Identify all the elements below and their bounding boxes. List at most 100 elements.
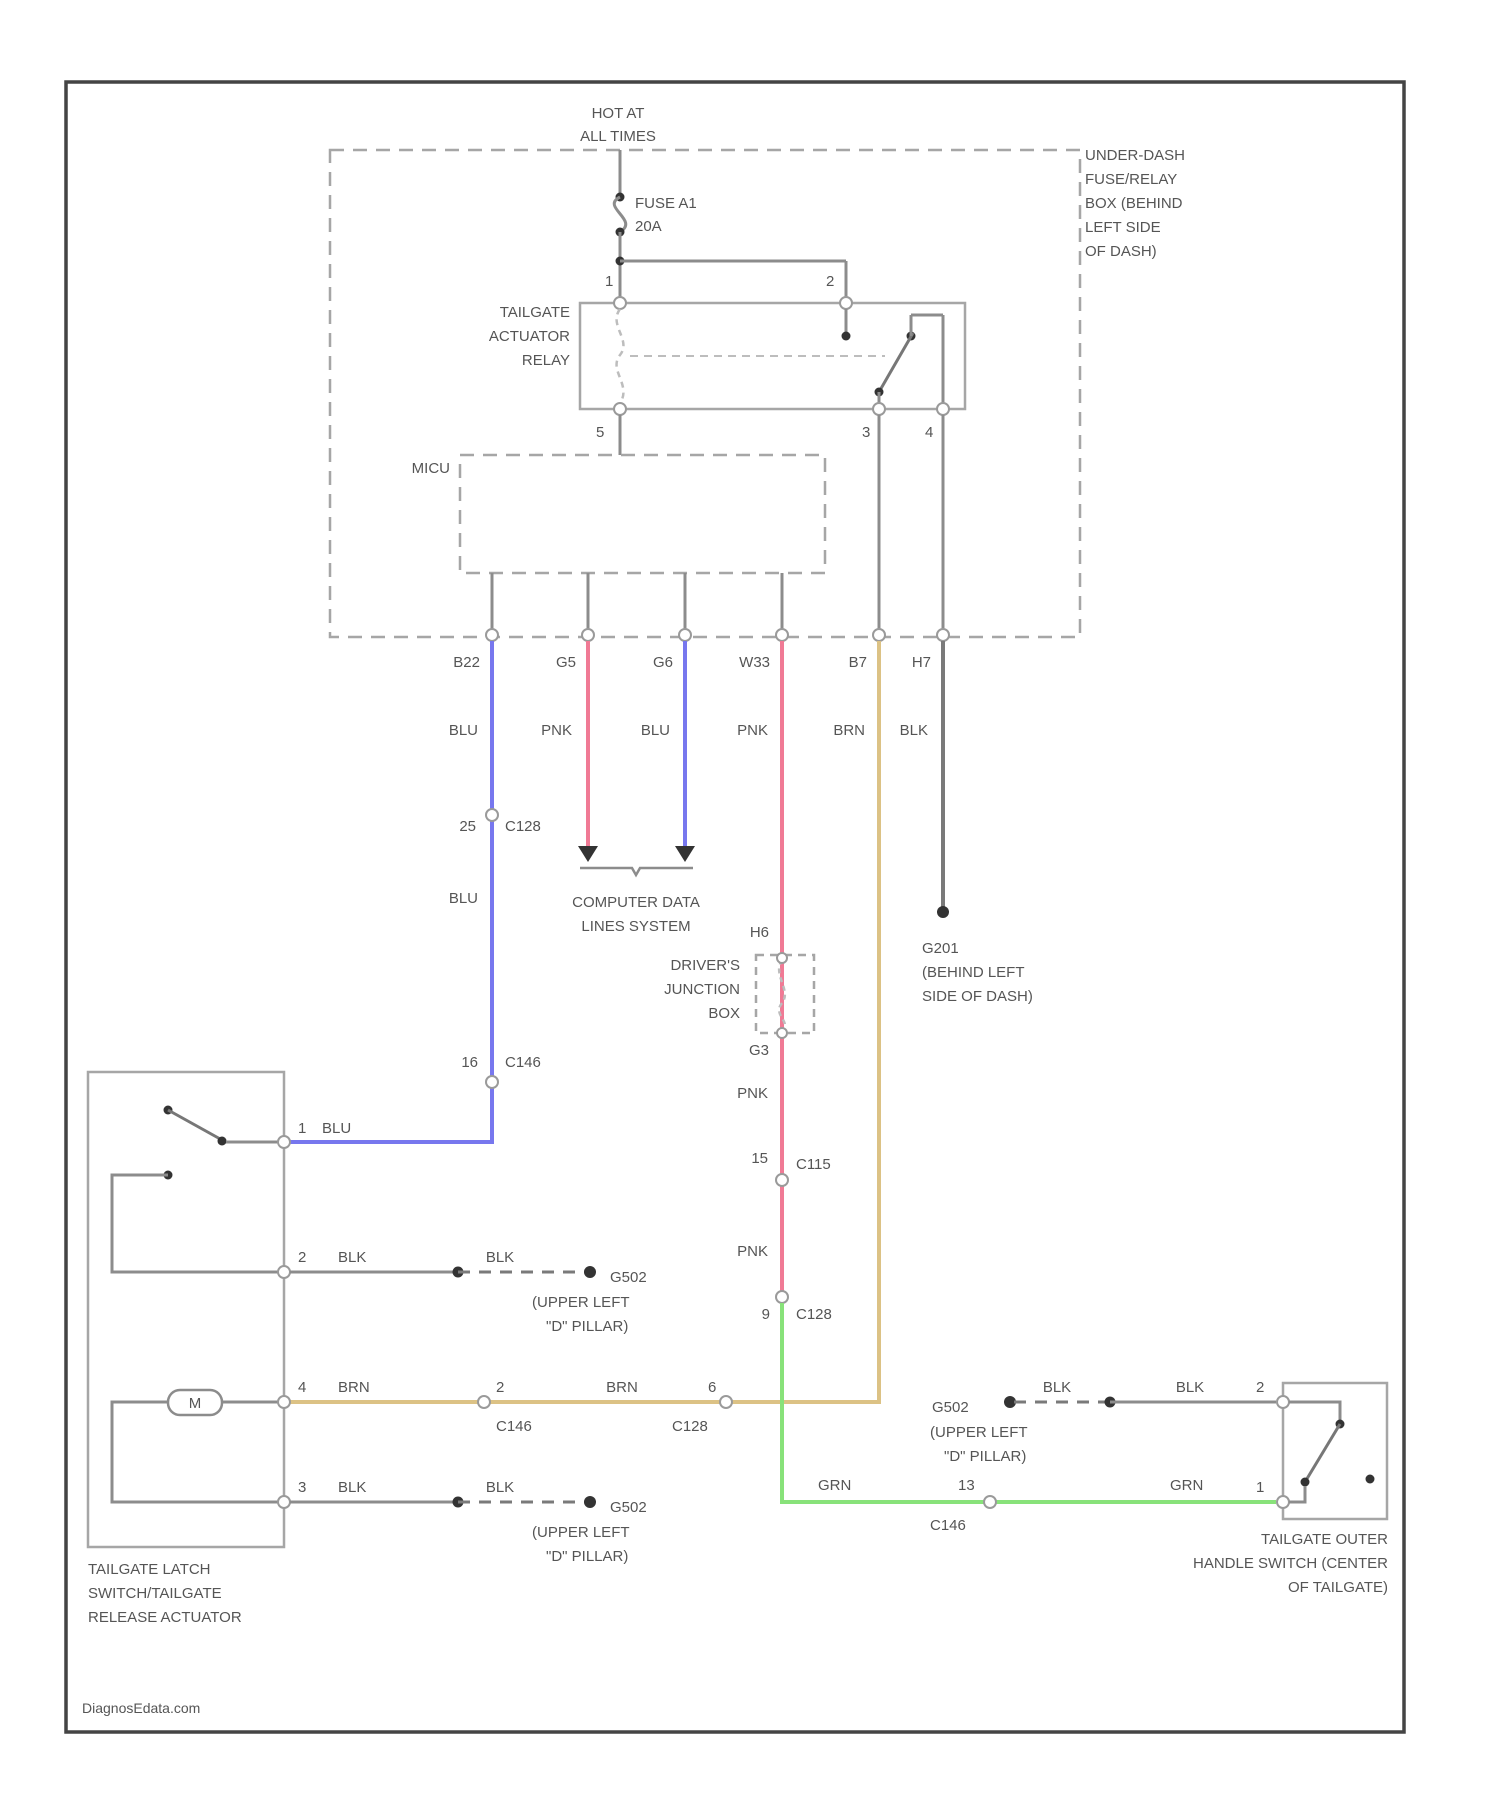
ground-c-wire-1: BLK: [1043, 1379, 1071, 1396]
micu-box: [460, 455, 825, 573]
arrow-pnk-data: [578, 846, 598, 862]
jb-label-2: JUNCTION: [664, 981, 740, 998]
latch-pin-3: [278, 1496, 290, 1508]
latch-wire-1: BLU: [322, 1120, 351, 1137]
fuse-box-pin-g5: [582, 629, 594, 641]
brn-c146-pin: 2: [496, 1379, 504, 1396]
connector-c128-brn: [720, 1396, 732, 1408]
jb-pin-g3: [777, 1028, 787, 1038]
fuse-box-pin-h7: [937, 629, 949, 641]
latch-pin-2: [278, 1266, 290, 1278]
relay-nc-contact: [842, 332, 851, 341]
latch-label-2: SWITCH/TAILGATE: [88, 1585, 222, 1602]
jb-label-3: BOX: [708, 1005, 740, 1022]
wire-color-2: PNK: [541, 722, 572, 739]
connector-c115: [776, 1174, 788, 1186]
latch-switch-pivot: [218, 1137, 227, 1146]
ground-c-name: G502: [932, 1399, 969, 1416]
fuse-box-line-5: OF DASH): [1085, 243, 1157, 260]
ground-a-wire: BLK: [486, 1249, 514, 1266]
ground-a-name: G502: [610, 1269, 647, 1286]
c115-name: C115: [796, 1156, 831, 1173]
relay-pin-4: 4: [925, 424, 933, 441]
relay-pin-3-terminal: [873, 403, 885, 415]
c115-pin: 15: [751, 1150, 768, 1167]
outer-switch-pin-1-num: 1: [1256, 1479, 1264, 1496]
grn-c146-name: C146: [930, 1517, 966, 1534]
outer-switch-contact-2: [1366, 1475, 1375, 1484]
relay-switch-arm: [879, 333, 913, 392]
relay-pin-2: 2: [826, 273, 834, 290]
connector-c146-grn: [984, 1496, 996, 1508]
latch-pin-1: [278, 1136, 290, 1148]
latch-pin-4-num: 4: [298, 1379, 306, 1396]
c128-top-pin: 25: [459, 818, 476, 835]
fuse-box-line-2: FUSE/RELAY: [1085, 171, 1177, 188]
latch-switch-arm: [168, 1110, 222, 1140]
fuse-box-pin-b7: [873, 629, 885, 641]
outer-switch-arm: [1305, 1424, 1340, 1482]
fuse-icon: [614, 197, 626, 232]
fuse-box-pin-b22: [486, 629, 498, 641]
relay-coil-icon: [617, 309, 624, 403]
pin-label-b7: B7: [849, 654, 867, 671]
wire-color-5: BRN: [833, 722, 865, 739]
pin-label-g6: G6: [653, 654, 673, 671]
latch-label-3: RELEASE ACTUATOR: [88, 1609, 242, 1626]
ground-a-line-2: "D" PILLAR): [546, 1318, 628, 1335]
ground-b-dot: [584, 1496, 596, 1508]
fuse-box-line-4: LEFT SIDE: [1085, 219, 1161, 236]
connector-c128-top: [486, 809, 498, 821]
pin-label-g5: G5: [556, 654, 576, 671]
jb-pin-h6: [777, 953, 787, 963]
ground-b-name: G502: [610, 1499, 647, 1516]
outer-switch-label-3: OF TAILGATE): [1288, 1579, 1388, 1596]
g201-line-2: SIDE OF DASH): [922, 988, 1033, 1005]
relay-pin-4-terminal: [937, 403, 949, 415]
footer-brand: DiagnosEdata.com: [82, 1700, 200, 1716]
pnk-after-jb: PNK: [737, 1085, 768, 1102]
c146-blu-pin: 16: [461, 1054, 478, 1071]
brn-c128-name: C128: [672, 1418, 708, 1435]
ground-b-line-1: (UPPER LEFT: [532, 1524, 630, 1541]
computer-data-line-2: LINES SYSTEM: [581, 918, 690, 935]
g201-line-1: (BEHIND LEFT: [922, 964, 1025, 981]
connector-c146-blu: [486, 1076, 498, 1088]
jb-pin-bottom: G3: [749, 1042, 769, 1059]
connector-c128-mid: [776, 1291, 788, 1303]
c128-mid-pin: 9: [762, 1306, 770, 1323]
relay-pin-1: 1: [605, 273, 613, 290]
wire-brn-actuator: [290, 641, 879, 1402]
outer-switch-pin-1: [1277, 1496, 1289, 1508]
pin-label-b22: B22: [453, 654, 480, 671]
latch-pin-4: [278, 1396, 290, 1408]
brn-c128-pin: 6: [708, 1379, 716, 1396]
pin-label-w33: W33: [739, 654, 770, 671]
relay-pin-1-terminal: [614, 297, 626, 309]
pin-label-h7: H7: [912, 654, 931, 671]
relay-pin-5: 5: [596, 424, 604, 441]
pnk-after-c115: PNK: [737, 1243, 768, 1260]
outer-switch-pin-2: [1277, 1396, 1289, 1408]
ground-c-line-1: (UPPER LEFT: [930, 1424, 1028, 1441]
c128-mid-name: C128: [796, 1306, 832, 1323]
c146-blu-name: C146: [505, 1054, 541, 1071]
outer-switch-label-2: HANDLE SWITCH (CENTER: [1193, 1555, 1388, 1572]
relay-label-3: RELAY: [522, 352, 570, 369]
c128-top-name: C128: [505, 818, 541, 835]
relay-label-1: TAILGATE: [500, 304, 570, 321]
fuse-box-pin-w33: [776, 629, 788, 641]
latch-wire-4: BRN: [338, 1379, 370, 1396]
fuse-name: FUSE A1: [635, 195, 697, 212]
fuse-box-pin-g6: [679, 629, 691, 641]
motor-label: M: [189, 1395, 202, 1412]
ground-a-dot: [584, 1266, 596, 1278]
outer-switch-pin-2-num: 2: [1256, 1379, 1264, 1396]
grn-wire-1: GRN: [818, 1477, 851, 1494]
outer-switch-label-1: TAILGATE OUTER: [1261, 1531, 1388, 1548]
fuse-box-line-3: BOX (BEHIND: [1085, 195, 1183, 212]
latch-pin-3-num: 3: [298, 1479, 306, 1496]
latch-label-1: TAILGATE LATCH: [88, 1561, 211, 1578]
hot-at-label: HOT AT: [592, 105, 645, 122]
